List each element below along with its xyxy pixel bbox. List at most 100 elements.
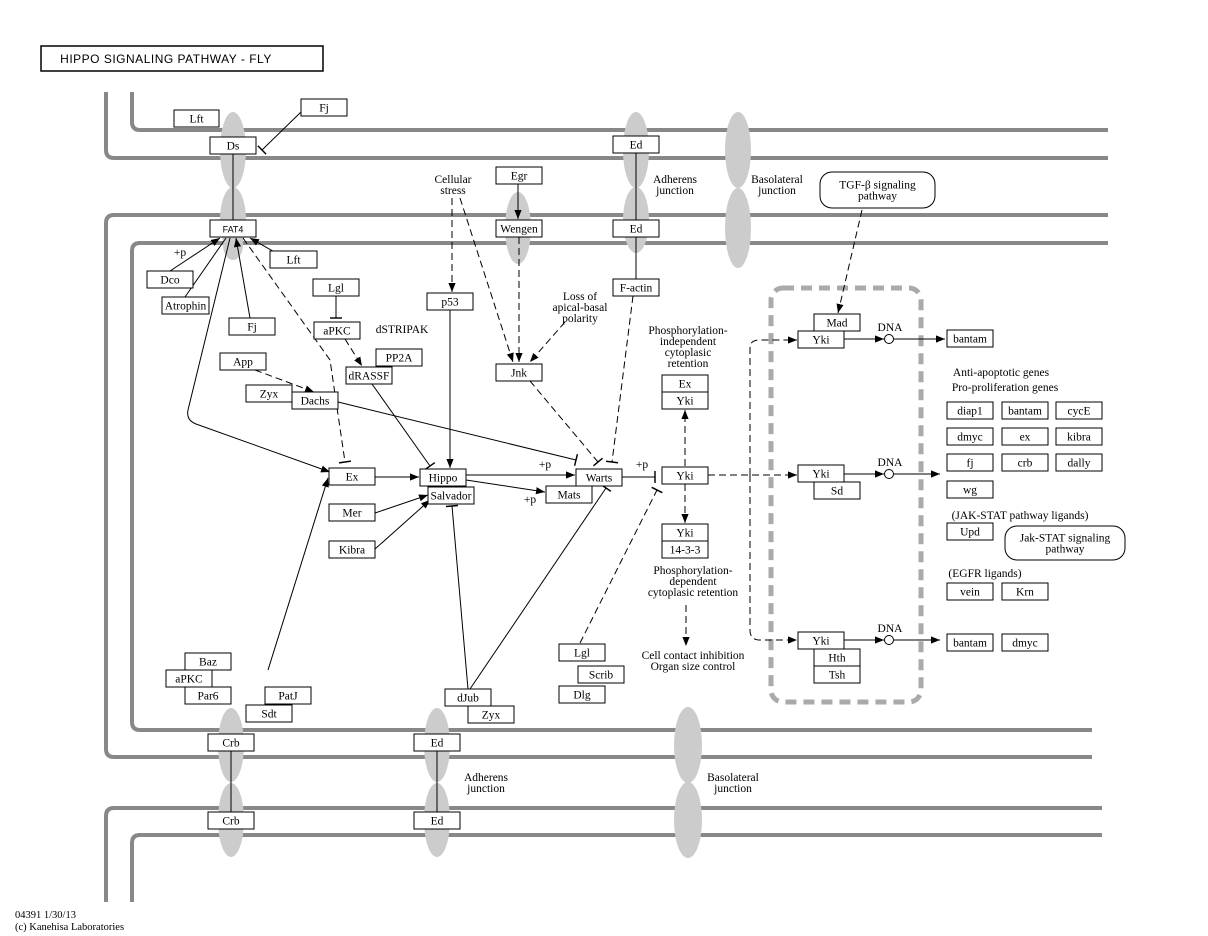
node-box[interactable] <box>946 582 994 601</box>
node-dco[interactable]: Dco <box>146 270 194 289</box>
node-sdt[interactable]: Sdt <box>245 704 293 723</box>
node-lft1[interactable]: Lft <box>173 109 220 128</box>
pathway-link-box[interactable] <box>819 171 936 209</box>
node-krn[interactable]: Krn <box>1001 582 1049 601</box>
node-box[interactable] <box>161 296 210 315</box>
node-zyx1[interactable]: Zyx <box>245 384 293 403</box>
node-kibrag[interactable]: kibra <box>1055 427 1103 446</box>
node-lgl2[interactable]: Lgl <box>558 643 606 662</box>
node-box[interactable] <box>946 522 994 541</box>
node-box[interactable] <box>558 685 606 704</box>
node-box[interactable] <box>228 317 276 336</box>
node-box[interactable] <box>946 329 994 348</box>
node-box[interactable] <box>312 278 360 297</box>
node-box[interactable] <box>328 503 376 522</box>
node-p53[interactable]: p53 <box>426 292 474 311</box>
node-box[interactable] <box>1055 453 1103 472</box>
node-box[interactable] <box>612 278 660 297</box>
node-drassf[interactable]: dRASSF <box>345 366 393 385</box>
pathway-link-box[interactable] <box>1004 525 1126 561</box>
node-ds[interactable]: Ds <box>209 136 257 155</box>
node-zyx2[interactable]: Zyx <box>467 705 515 724</box>
node-yki_n2[interactable]: Yki <box>797 464 845 483</box>
node-box[interactable] <box>419 468 467 487</box>
node-box[interactable] <box>1001 401 1049 420</box>
node-exg[interactable]: ex <box>1001 427 1049 446</box>
node-box[interactable] <box>1055 427 1103 446</box>
node-box[interactable] <box>328 467 376 486</box>
node-box[interactable] <box>467 705 515 724</box>
node-crb2[interactable]: Crb <box>207 811 255 830</box>
node-dlg[interactable]: Dlg <box>558 685 606 704</box>
node-box[interactable] <box>813 665 861 684</box>
node-box[interactable] <box>545 485 593 504</box>
node-sd[interactable]: Sd <box>813 481 861 500</box>
node-yki_n3[interactable]: Yki <box>797 631 845 650</box>
node-jnk[interactable]: Jnk <box>495 363 543 382</box>
node-box[interactable] <box>245 704 293 723</box>
node-fj2[interactable]: Fj <box>228 317 276 336</box>
node-fjg[interactable]: fj <box>946 453 994 472</box>
node-box[interactable] <box>207 733 255 752</box>
node-yki_c1[interactable]: Yki <box>661 391 709 410</box>
node-lgl1[interactable]: Lgl <box>312 278 360 297</box>
node-ed3[interactable]: Ed <box>413 733 461 752</box>
node-box[interactable] <box>426 292 474 311</box>
node-dmyc1[interactable]: dmyc <box>946 427 994 446</box>
node-box[interactable] <box>219 352 267 371</box>
node-ex_c[interactable]: Ex <box>661 374 709 393</box>
node-ed1[interactable]: Ed <box>612 135 660 154</box>
node-box[interactable] <box>313 321 361 340</box>
node-dmyc2[interactable]: dmyc <box>1001 633 1049 652</box>
node-box[interactable] <box>300 98 348 117</box>
node-ex[interactable]: Ex <box>328 467 376 486</box>
node-box[interactable] <box>612 135 660 154</box>
node-box[interactable] <box>427 486 475 505</box>
node-box[interactable] <box>413 733 461 752</box>
node-box[interactable] <box>946 633 994 652</box>
node-box[interactable] <box>813 481 861 500</box>
node-box[interactable] <box>146 270 194 289</box>
node-yki_c2[interactable]: Yki <box>661 523 709 542</box>
node-box[interactable] <box>661 391 709 410</box>
node-pp2a[interactable]: PP2A <box>375 348 423 367</box>
node-ed2[interactable]: Ed <box>612 219 660 238</box>
node-box[interactable] <box>946 401 994 420</box>
node-salvador[interactable]: Salvador <box>427 486 475 505</box>
node-mats[interactable]: Mats <box>545 485 593 504</box>
node-apkc2[interactable]: aPKC <box>165 669 213 688</box>
node-p1433[interactable]: 14-3-3 <box>661 540 709 559</box>
node-hth[interactable]: Hth <box>813 648 861 667</box>
node-box[interactable] <box>661 540 709 559</box>
node-mer[interactable]: Mer <box>328 503 376 522</box>
node-box[interactable] <box>1055 401 1103 420</box>
node-box[interactable] <box>328 540 376 559</box>
node-atrophin[interactable]: Atrophin <box>161 296 210 315</box>
node-factin[interactable]: F-actin <box>612 278 660 297</box>
node-diap1[interactable]: diap1 <box>946 401 994 420</box>
node-mad[interactable]: Mad <box>813 313 861 332</box>
node-yki_main[interactable]: Yki <box>661 466 709 485</box>
node-wengen[interactable]: Wengen <box>495 219 543 238</box>
node-dachs[interactable]: Dachs <box>291 391 339 410</box>
node-box[interactable] <box>1001 453 1049 472</box>
node-box[interactable] <box>291 391 339 410</box>
node-djub[interactable]: dJub <box>444 688 492 707</box>
node-apkc1[interactable]: aPKC <box>313 321 361 340</box>
node-vein[interactable]: vein <box>946 582 994 601</box>
node-box[interactable] <box>1001 582 1049 601</box>
node-box[interactable] <box>612 219 660 238</box>
node-box[interactable] <box>577 665 625 684</box>
node-box[interactable] <box>575 468 623 487</box>
node-crbg[interactable]: crb <box>1001 453 1049 472</box>
node-box[interactable] <box>209 219 257 238</box>
node-fat4[interactable]: FAT4 <box>209 219 257 238</box>
node-scrib[interactable]: Scrib <box>577 665 625 684</box>
node-fj1[interactable]: Fj <box>300 98 348 117</box>
node-cyce[interactable]: cycE <box>1055 401 1103 420</box>
node-bantam1[interactable]: bantam <box>946 329 994 348</box>
node-box[interactable] <box>345 366 393 385</box>
node-box[interactable] <box>1001 633 1049 652</box>
node-dally[interactable]: dally <box>1055 453 1103 472</box>
